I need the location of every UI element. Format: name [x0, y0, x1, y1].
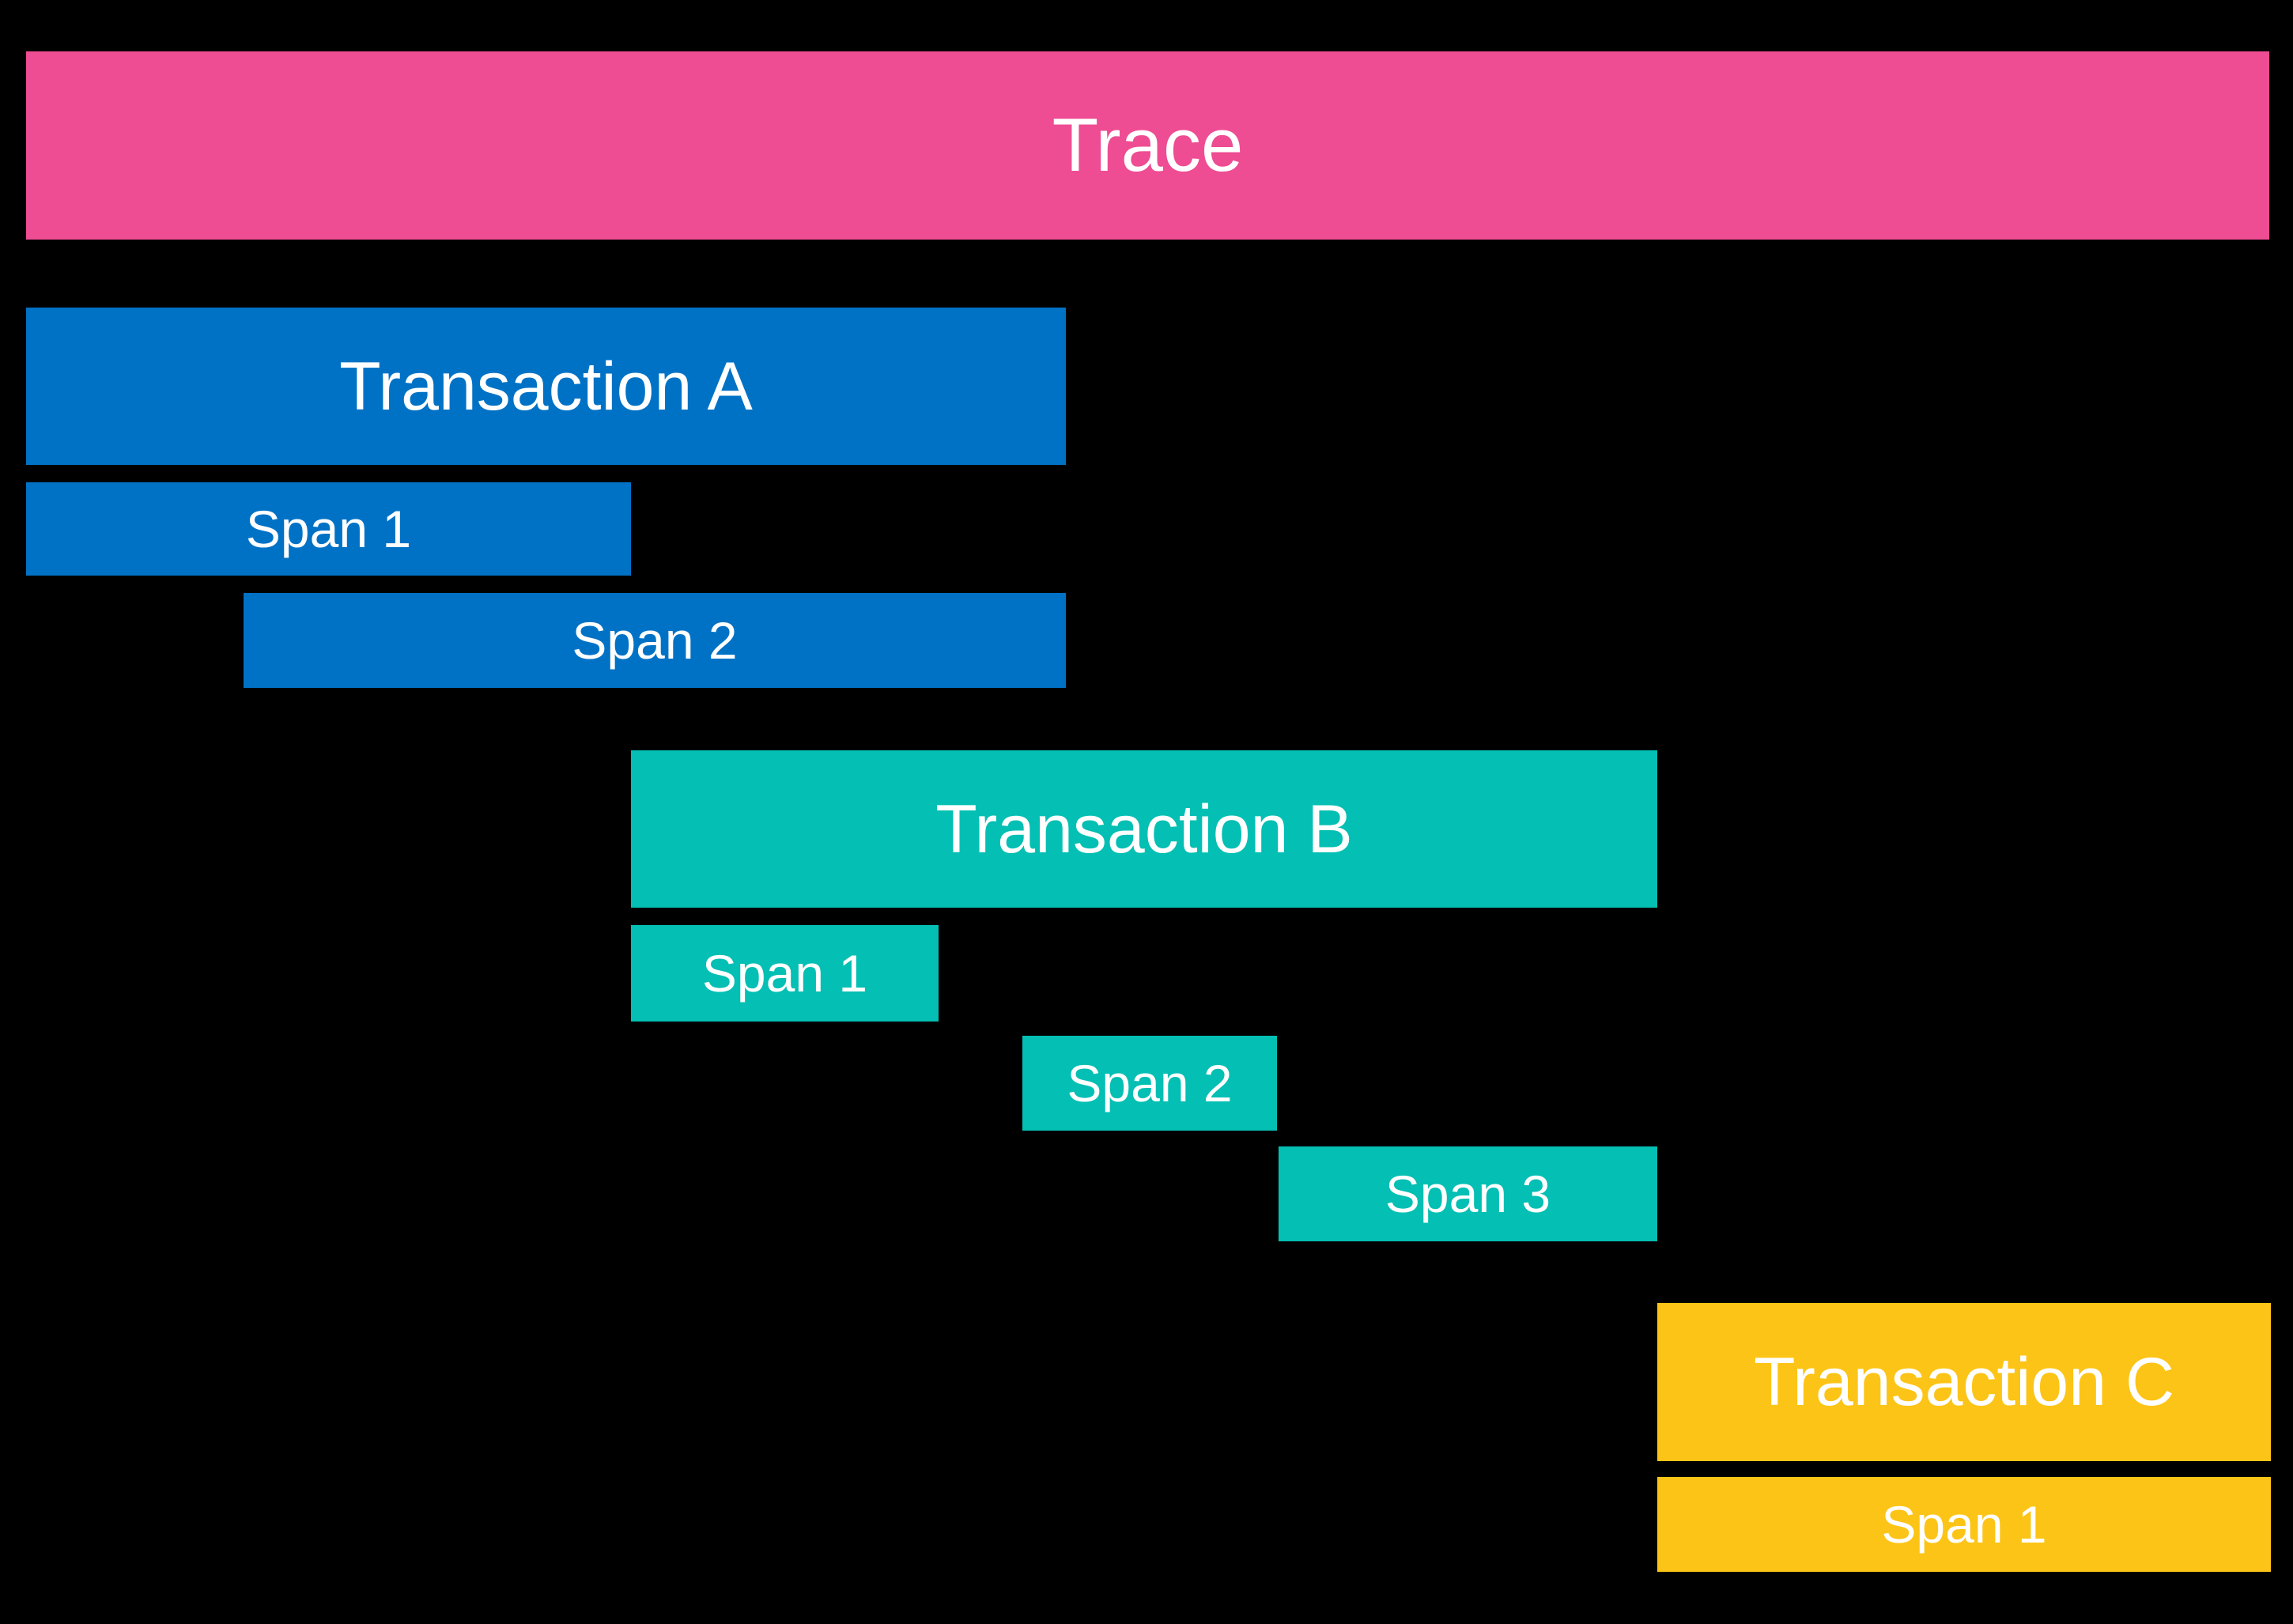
- transaction-a-label: Transaction A: [339, 348, 753, 425]
- transaction-a-span-1-label: Span 1: [245, 500, 412, 558]
- transaction-a-bar[interactable]: Transaction A: [26, 308, 1066, 465]
- transaction-b-span-1-label: Span 1: [701, 944, 868, 1003]
- transaction-c-bar[interactable]: Transaction C: [1657, 1303, 2271, 1461]
- transaction-c-span-1-label: Span 1: [1881, 1495, 2047, 1554]
- transaction-b-span-3-label: Span 3: [1384, 1165, 1551, 1223]
- transaction-a-span-1-bar[interactable]: Span 1: [26, 482, 631, 576]
- trace-bar[interactable]: Trace: [26, 51, 2269, 240]
- transaction-b-span-1-bar[interactable]: Span 1: [631, 925, 939, 1022]
- transaction-a-span-2-label: Span 2: [572, 611, 738, 670]
- transaction-b-span-3-bar[interactable]: Span 3: [1279, 1146, 1657, 1241]
- transaction-b-span-2-bar[interactable]: Span 2: [1022, 1036, 1277, 1131]
- transaction-c-span-1-bar[interactable]: Span 1: [1657, 1477, 2271, 1572]
- transaction-b-span-2-label: Span 2: [1067, 1054, 1233, 1112]
- transaction-b-bar[interactable]: Transaction B: [631, 750, 1657, 908]
- transaction-a-span-2-bar[interactable]: Span 2: [244, 593, 1066, 688]
- transaction-b-label: Transaction B: [935, 791, 1353, 867]
- trace-label: Trace: [1052, 103, 1244, 187]
- transaction-c-label: Transaction C: [1753, 1344, 2175, 1420]
